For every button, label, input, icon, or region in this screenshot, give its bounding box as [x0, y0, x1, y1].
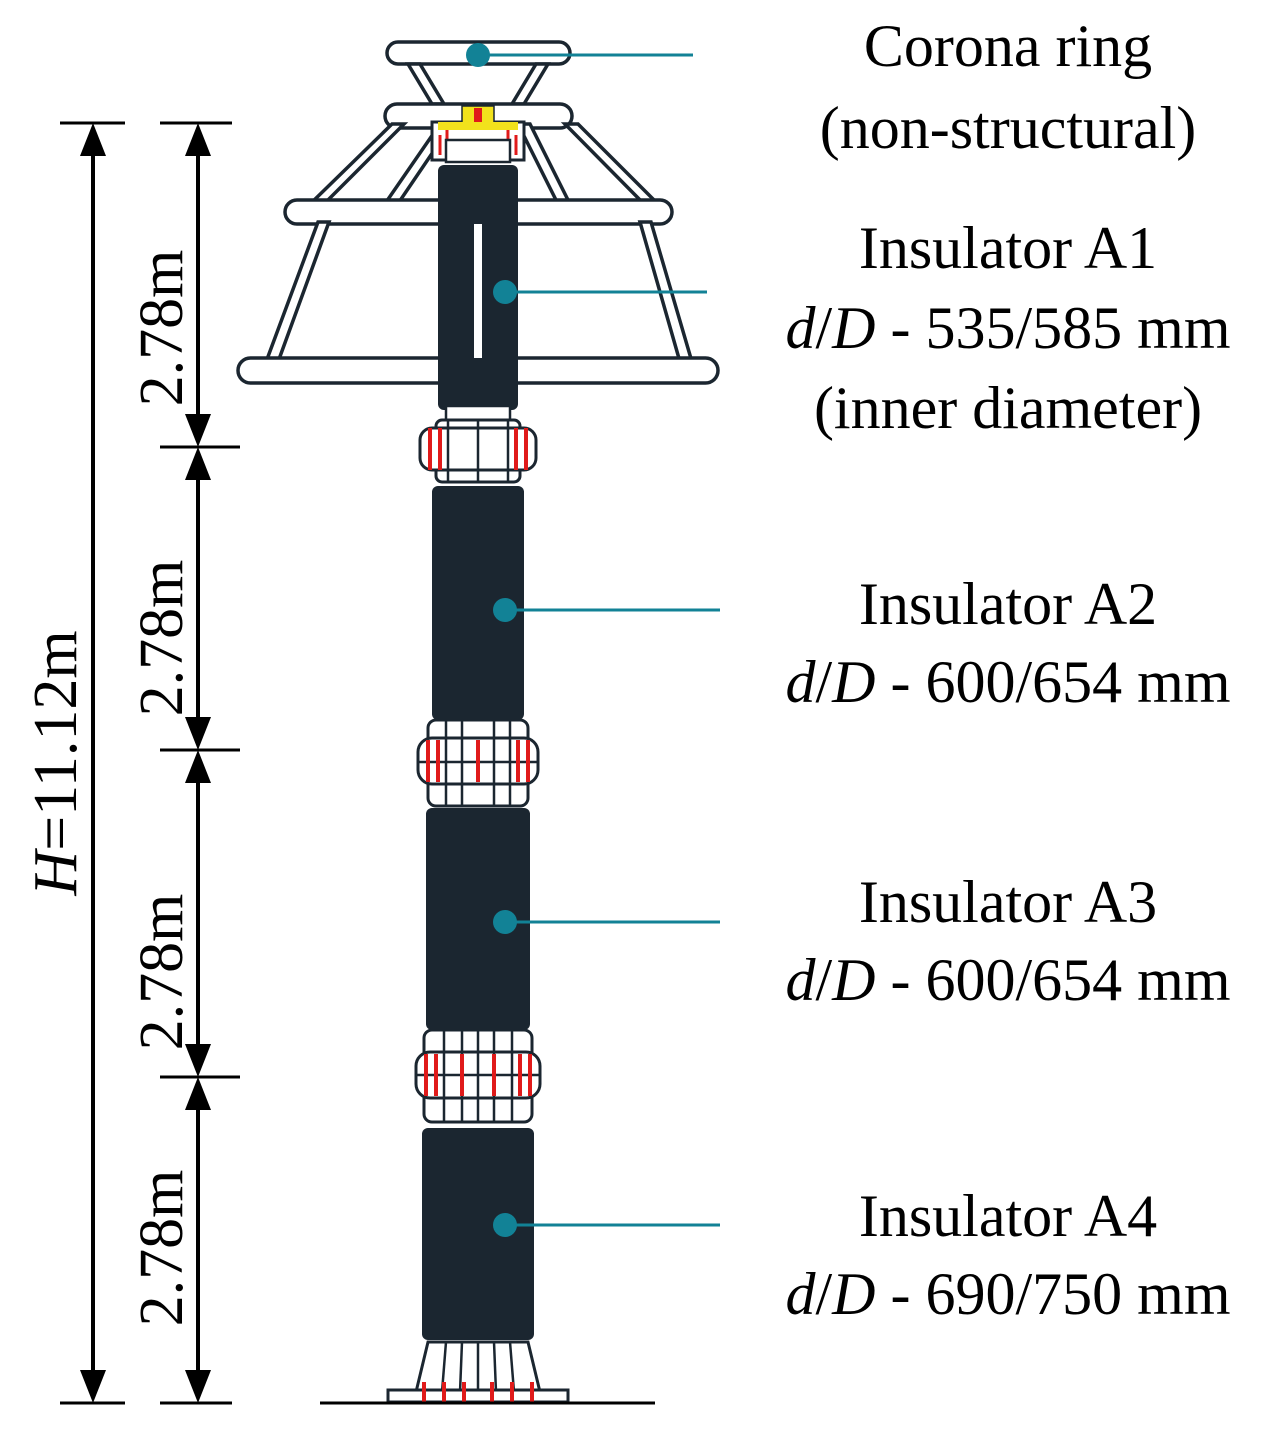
top-clamp [438, 122, 518, 130]
corona-note: (non-structural) [820, 95, 1197, 161]
flange-3 [414, 1028, 542, 1124]
base-rib [492, 1341, 498, 1393]
callout-a3: Insulator A3 d/D - 600/654 mm [785, 869, 1230, 1013]
segment-3-arrow-up [185, 750, 211, 783]
a4-slash: / [815, 1261, 832, 1327]
a1-slash: / [815, 295, 832, 361]
segment-2-arrow-down [185, 717, 211, 750]
corona-strut [263, 220, 332, 364]
insulator-a2-shed [432, 486, 524, 720]
a2-D-var: D [831, 649, 875, 715]
insulator-a3-shed [426, 808, 530, 1030]
a4-d-var: d [785, 1261, 816, 1327]
segment-2-label: 2.78m [128, 560, 196, 717]
leader-dot-a1 [493, 280, 517, 304]
a3-d-var: d [785, 947, 816, 1013]
callout-a2: Insulator A2 d/D - 600/654 mm [785, 571, 1230, 715]
leader-lines [466, 43, 720, 1237]
corona-top-strut [508, 62, 552, 106]
top-base [444, 138, 512, 164]
total-arrow-up [80, 123, 106, 156]
segment-4-label: 2.78m [128, 1170, 196, 1327]
a3-slash: / [815, 947, 832, 1013]
insulator-a3-body [426, 808, 530, 1030]
insulator-a4-body [422, 1128, 534, 1340]
a4-title: Insulator A4 [859, 1183, 1157, 1249]
segment-1-arrow-up [185, 123, 211, 156]
a1-note: (inner diameter) [814, 375, 1202, 441]
segment-4-arrow-down [185, 1370, 211, 1403]
insulator-a2-body [432, 486, 524, 720]
insulator-a1-body [438, 165, 518, 422]
flange-2 [416, 718, 540, 808]
dimension-total: H=11.12m [22, 121, 125, 1405]
corona-strut [560, 122, 667, 210]
a1-D-var: D [831, 295, 875, 361]
a1-title: Insulator A1 [859, 215, 1157, 281]
a3-dims: d/D - 600/654 mm [785, 947, 1230, 1013]
base-plate [386, 1388, 570, 1404]
segment-3-arrow-down [185, 1044, 211, 1077]
a3-dims-value: - 600/654 mm [876, 947, 1231, 1013]
top-fitting-bolt [474, 108, 482, 122]
segment-1-label: 2.78m [128, 250, 196, 407]
leader-dot-corona [466, 43, 490, 67]
total-arrow-down [80, 1370, 106, 1403]
corona-title: Corona ring [864, 13, 1152, 79]
total-height-value: =11.12m [22, 630, 90, 850]
callout-corona: Corona ring (non-structural) [820, 13, 1197, 161]
insulator-a1-base [444, 404, 512, 422]
a2-slash: / [815, 649, 832, 715]
segment-3-label: 2.78m [128, 894, 196, 1051]
a1-dims-value: - 535/585 mm [876, 295, 1231, 361]
a1-dims: d/D - 535/585 mm [785, 295, 1230, 361]
total-height-label: H=11.12m [22, 630, 90, 896]
a2-dims-value: - 600/654 mm [876, 649, 1231, 715]
insulator-a4-shed [422, 1128, 534, 1340]
a4-D-var: D [831, 1261, 875, 1327]
a4-dims-value: - 690/750 mm [876, 1261, 1231, 1327]
corona-top-strut [404, 62, 448, 106]
flange-1 [418, 418, 538, 484]
base-rib [458, 1341, 464, 1393]
a2-dims: d/D - 600/654 mm [785, 649, 1230, 715]
segment-4-arrow-up [185, 1077, 211, 1110]
leader-dot-a3 [493, 910, 517, 934]
segment-1-arrow-down [185, 414, 211, 447]
top-hardware [430, 105, 526, 164]
dimension-segments: 2.78m 2.78m 2.78m 2.78m [128, 121, 240, 1405]
a2-d-var: d [785, 649, 816, 715]
corona-strut [515, 122, 575, 210]
a3-title: Insulator A3 [859, 869, 1157, 935]
a2-title: Insulator A2 [859, 571, 1157, 637]
callout-a1: Insulator A1 d/D - 535/585 mm (inner dia… [785, 215, 1230, 441]
a1-d-var: d [785, 295, 816, 361]
base-flange [320, 1340, 655, 1405]
segment-2-arrow-up [185, 447, 211, 480]
insulator-a1-gap [474, 224, 482, 358]
callout-a4: Insulator A4 d/D - 690/750 mm [785, 1183, 1230, 1327]
leader-dot-a2 [493, 598, 517, 622]
a4-dims: d/D - 690/750 mm [785, 1261, 1230, 1327]
leader-dot-a4 [493, 1213, 517, 1237]
total-height-var: H [22, 848, 90, 897]
a3-D-var: D [831, 947, 875, 1013]
